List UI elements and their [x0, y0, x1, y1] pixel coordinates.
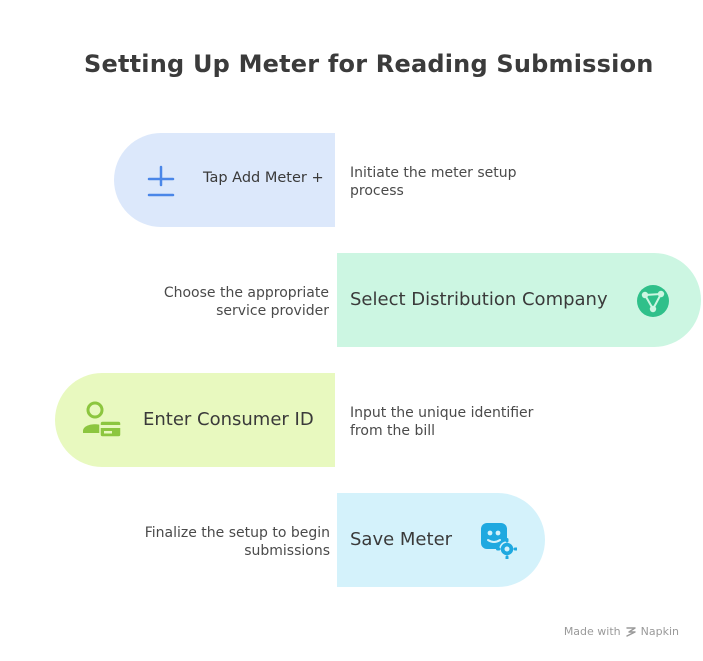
- step-save-meter: Save Meter: [337, 493, 545, 587]
- step-select-distribution-company: Select Distribution Company: [337, 253, 701, 347]
- step-label: Tap Add Meter +: [203, 170, 324, 186]
- meter-gear-icon: [481, 523, 517, 559]
- user-id-card-icon: [83, 401, 122, 438]
- step-label: Save Meter: [350, 529, 453, 550]
- footer-brand: Napkin: [640, 625, 679, 638]
- napkin-logo-icon: [625, 626, 636, 637]
- plus-minus-icon: [147, 165, 175, 197]
- page-title: Setting Up Meter for Reading Submission: [84, 50, 654, 78]
- step-enter-consumer-id: Enter Consumer ID: [55, 373, 335, 467]
- step-description: Choose the appropriate service provider: [163, 285, 329, 319]
- step-add-meter: Tap Add Meter +: [114, 133, 335, 227]
- step-description: Input the unique identifier from the bil…: [350, 405, 534, 439]
- step-label: Enter Consumer ID: [143, 409, 314, 430]
- step-label: Select Distribution Company: [350, 289, 608, 310]
- step-description: Initiate the meter setup process: [350, 165, 517, 199]
- footer-credit: Made with Napkin: [564, 625, 679, 638]
- step-description: Finalize the setup to begin submissions: [144, 525, 330, 559]
- footer-made-with: Made with: [563, 625, 621, 638]
- network-globe-icon: [637, 285, 669, 317]
